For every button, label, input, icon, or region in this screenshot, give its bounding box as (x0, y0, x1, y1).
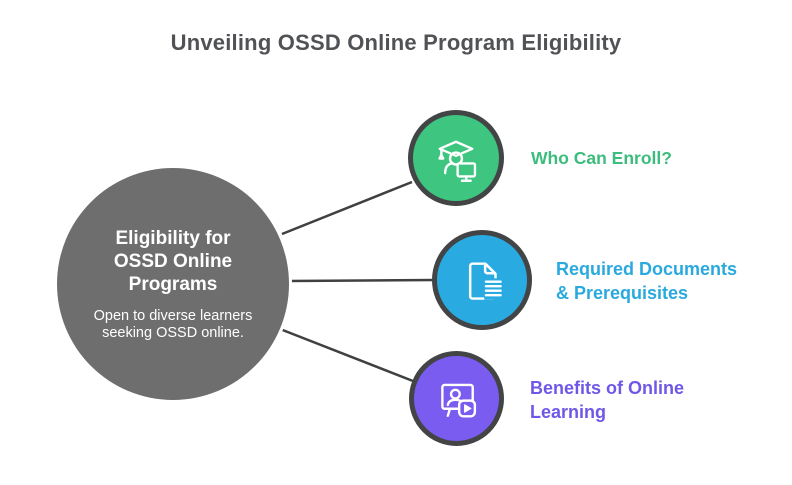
central-topic-heading: Eligibility for OSSD Online Programs (113, 227, 233, 295)
graduate-student-icon (438, 140, 477, 182)
node-benefits-online-learning (409, 351, 504, 446)
connector-line-top (281, 180, 413, 236)
document-icon (468, 262, 503, 300)
central-topic-subtext: Open to diverse learners seeking OSSD on… (93, 307, 253, 341)
central-topic-circle: Eligibility for OSSD Online Programs Ope… (57, 168, 289, 400)
label-who-can-enroll: Who Can Enroll? (531, 148, 672, 168)
label-benefits-online-learning: Benefits of Online Learning (530, 378, 685, 422)
connector-line-bottom (279, 327, 414, 383)
online-learning-icon (440, 383, 476, 418)
node-who-can-enroll (408, 110, 504, 206)
connector-line-middle (288, 278, 435, 283)
page-title: Unveiling OSSD Online Program Eligibilit… (170, 30, 622, 55)
label-required-documents: Required Documents & Prerequisites (556, 259, 738, 303)
node-required-documents (432, 230, 532, 330)
